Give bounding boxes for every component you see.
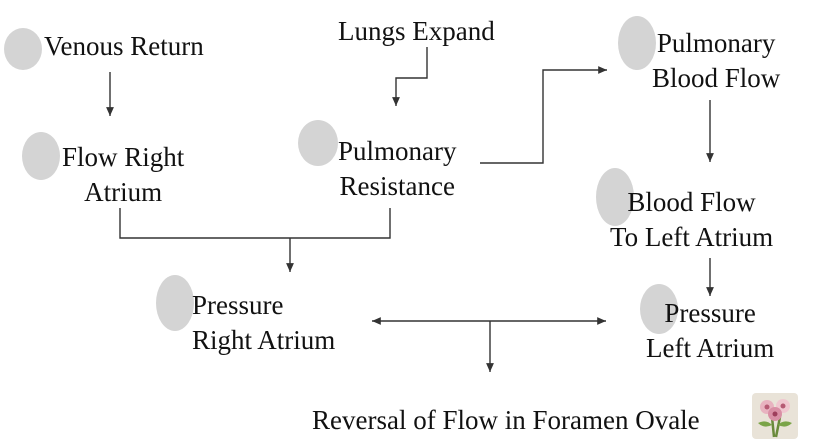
flower-bouquet-icon (752, 393, 798, 439)
arrow-resistance-to-pulmonary-flow (480, 66, 607, 164)
marker-blob-flow-right (22, 132, 60, 180)
node-flow-right-atrium: Flow Right Atrium (62, 142, 185, 207)
marker-blob-pulmonary-flow (618, 16, 656, 70)
marker-blob-venous (4, 28, 42, 70)
node-pulmonary-resistance: Pulmonary Resistance (338, 136, 457, 201)
marker-blob-pressure-right (156, 275, 194, 331)
marker-blob-pressure-left (640, 284, 678, 334)
node-pulmonary-blood-flow: Pulmonary Blood Flow (652, 28, 781, 93)
marker-blob-left-flow (596, 168, 634, 226)
node-pressure-left-atrium: Pressure Left Atrium (646, 298, 775, 363)
arrow-lungs-to-resistance (392, 47, 428, 106)
merge-line-left (119, 208, 391, 239)
node-lungs-expand: Lungs Expand (338, 16, 495, 46)
node-blood-flow-left-atrium: Blood Flow To Left Atrium (610, 187, 774, 252)
node-venous-return: Venous Return (44, 31, 204, 61)
node-reversal: Reversal of Flow in Foramen Ovale (312, 405, 700, 435)
node-pressure-right-atrium: Pressure Right Atrium (192, 290, 336, 355)
marker-blob-resistance (298, 120, 338, 166)
